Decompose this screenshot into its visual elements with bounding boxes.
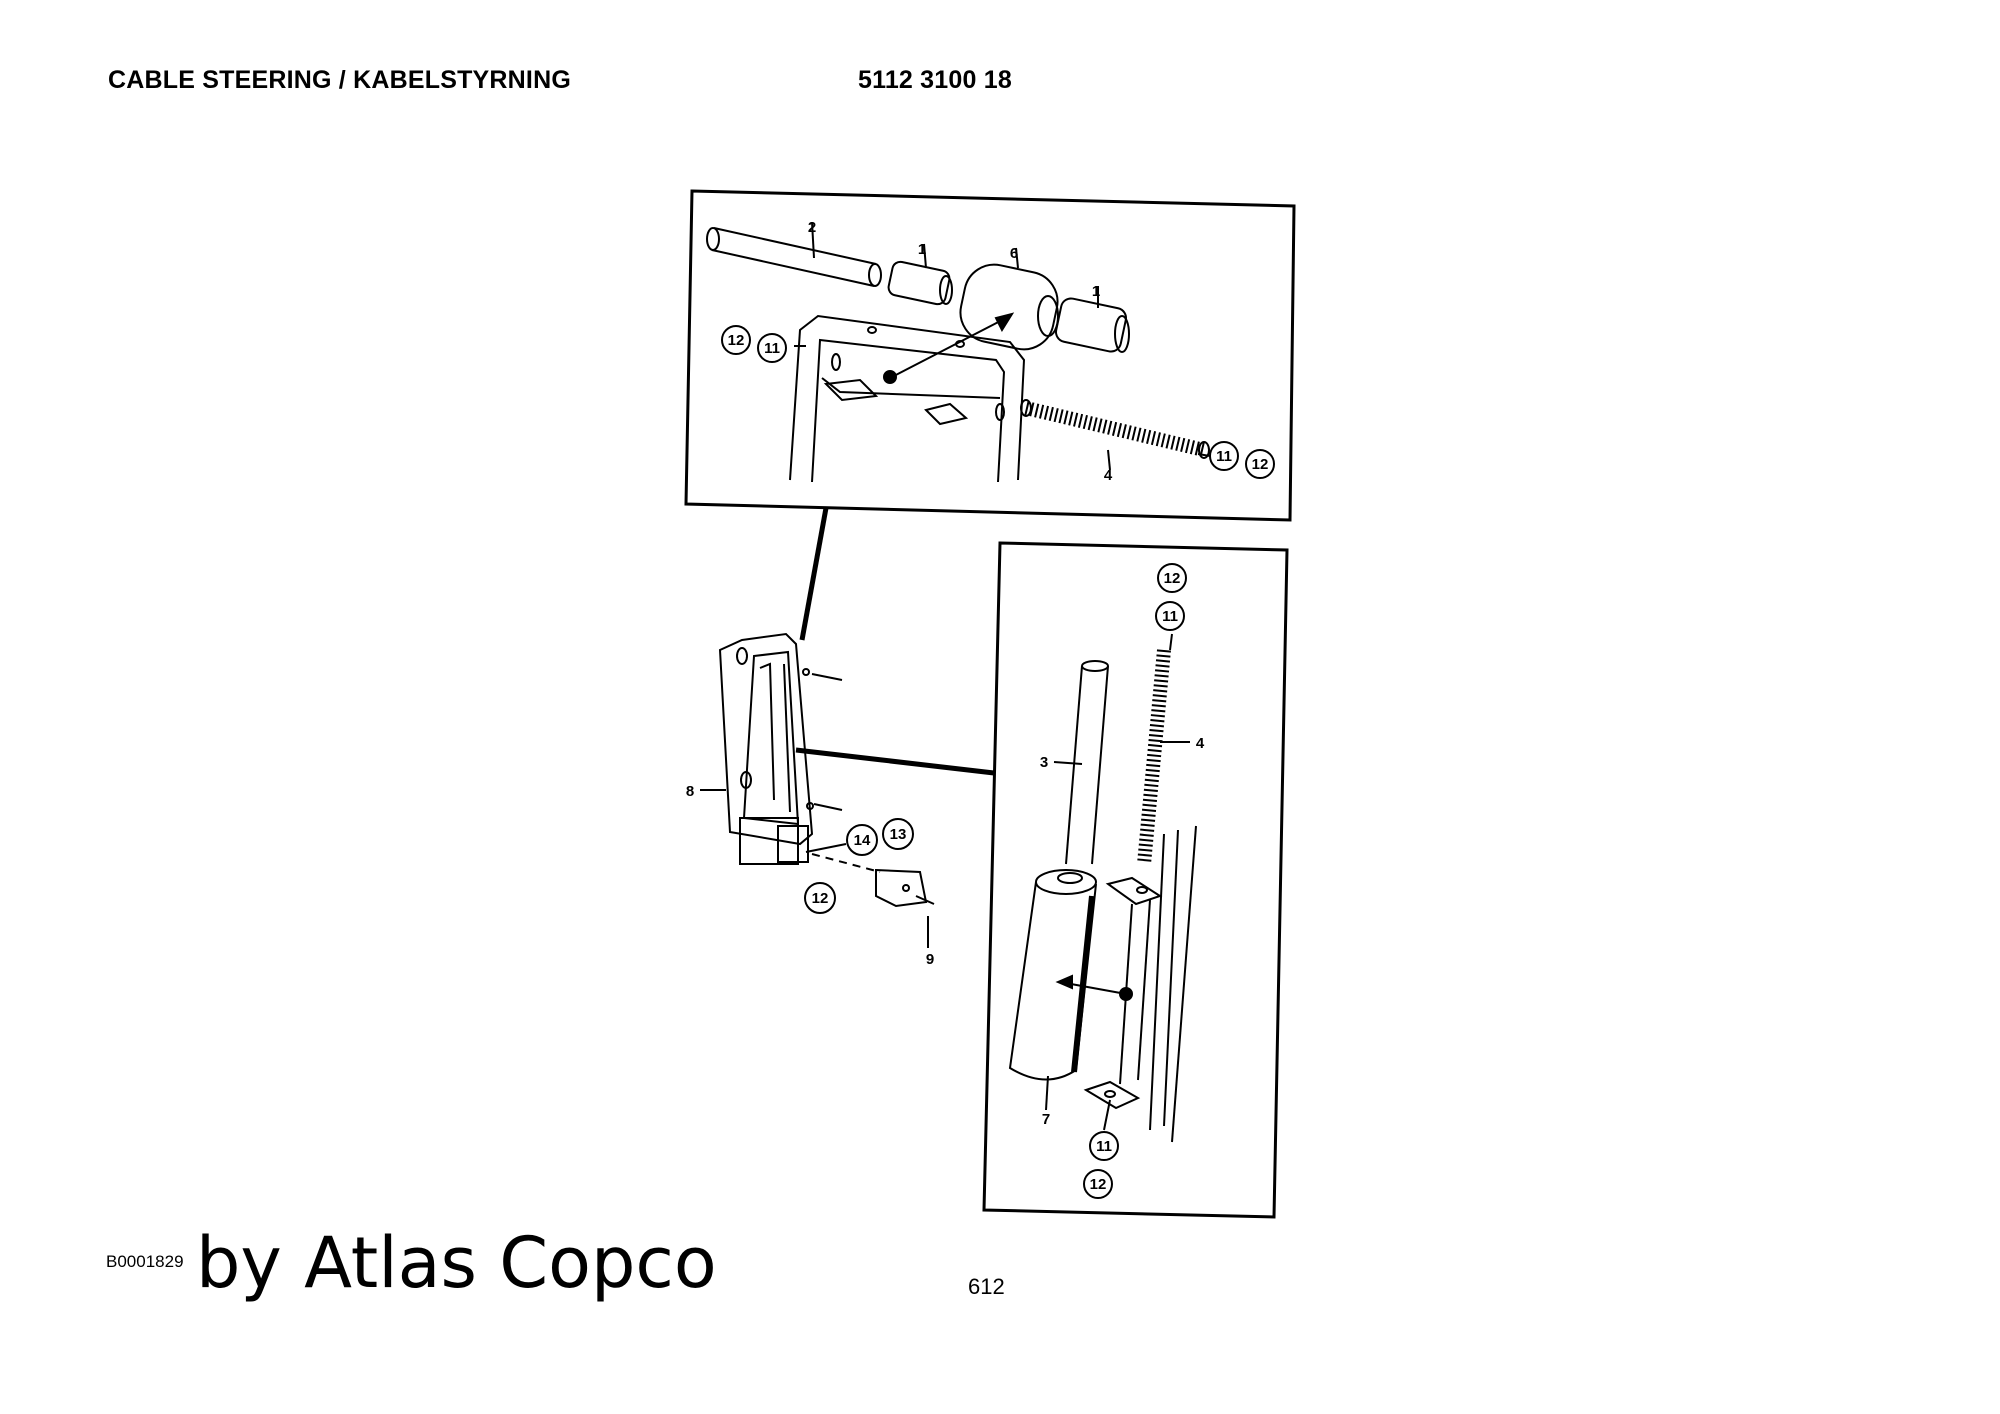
part-tube-3 [1065,660,1109,865]
connector-lower [795,747,995,776]
credit-text: by Atlas Copco [196,1222,717,1304]
part-housing-8 [718,632,843,865]
callout-6: 6 [1010,245,1018,262]
page-number: 612 [968,1274,1005,1299]
callout-9: 9 [926,951,934,968]
callout-12a: 11 [764,340,780,357]
callout-12b: 11 [1216,448,1232,465]
part-roller-6 [959,263,1059,351]
document-title: CABLE STEERING / KABELSTYRNING [108,66,571,94]
callout-13c: 12 [1164,570,1181,587]
callout-1b: 1 [1092,283,1100,300]
part-threaded-rod-4 [1020,399,1210,459]
lower-detail-frame [982,541,1289,1219]
arrow-top [889,315,1011,379]
callout-14: 14 [854,832,871,849]
callout-4a: 4 [1104,467,1113,484]
drawing-reference: B0001829 [106,1252,184,1271]
top-detail-frame [684,189,1296,522]
callout-12c: 11 [1162,608,1178,625]
callout-13b: 12 [1252,456,1269,473]
part-tube-2 [706,227,882,287]
callout-10: 12 [812,890,829,907]
part-block-9 [811,853,928,908]
callout-3: 3 [1040,754,1048,771]
part-frame-bracket-lower [1083,825,1197,1143]
callout-12d: 11 [1096,1138,1112,1155]
callout-7: 7 [1042,1111,1050,1128]
callout-2: 2 [808,219,816,236]
part-frame-bracket-top [789,314,1026,483]
callout-13a: 12 [728,332,745,349]
callout-1a: 1 [918,241,926,258]
callout-8: 8 [686,783,694,800]
part-roller-7 [1008,869,1097,1081]
callout-11: 13 [890,826,907,843]
part-bushing-1a [887,260,953,306]
callout-4b: 4 [1196,735,1205,752]
part-bushing-1b [1055,297,1130,353]
callout-13d: 12 [1090,1176,1107,1193]
part-threaded-rod-4-lower [1137,649,1171,865]
connector-top [799,507,829,641]
part-number: 5112 3100 18 [858,66,1012,94]
